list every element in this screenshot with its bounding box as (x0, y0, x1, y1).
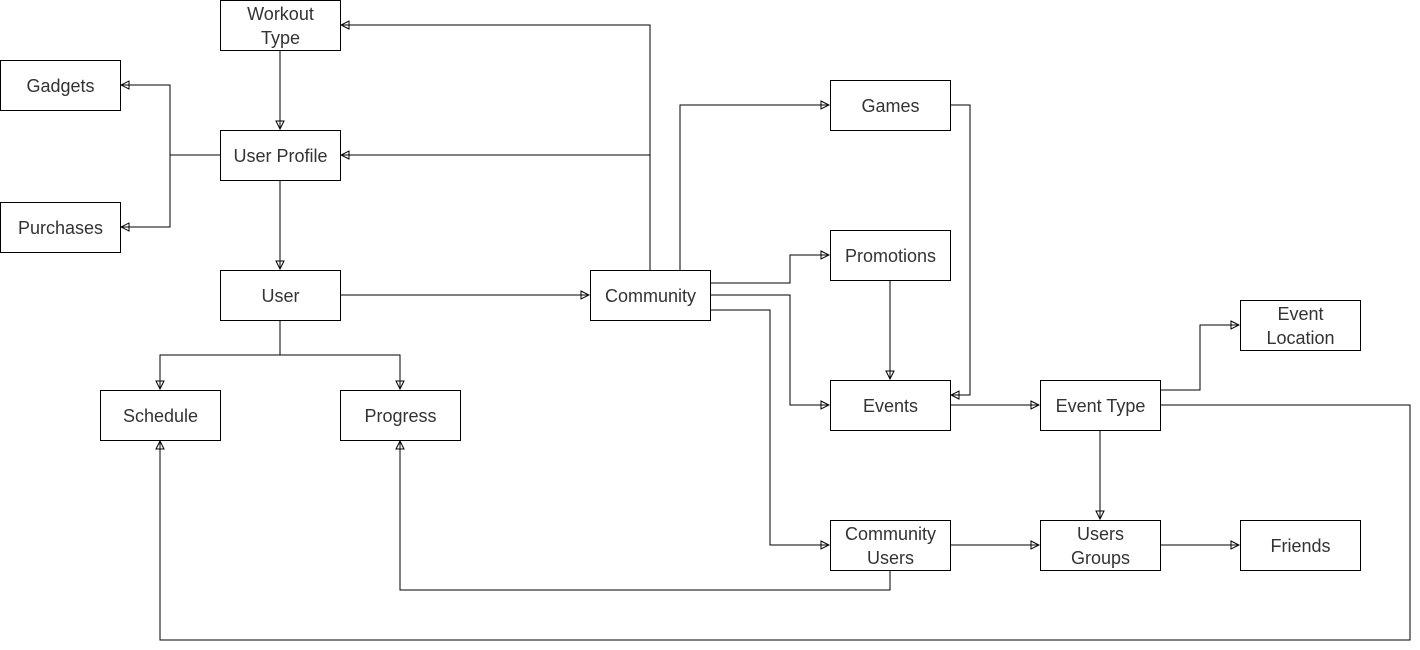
node-user-profile: User Profile (220, 130, 341, 181)
edge-community-to-promotions (710, 255, 829, 284)
node-events: Events (830, 380, 951, 431)
edge-user-profile-to-gadgets (121, 85, 220, 156)
node-event-type: Event Type (1040, 380, 1161, 431)
edge-community-to-games (679, 105, 829, 270)
node-users-groups: Users Groups (1040, 520, 1161, 571)
edge-community-to-events (710, 294, 829, 405)
node-friends: Friends (1240, 520, 1361, 571)
edge-community-to-workout-type (341, 25, 651, 270)
edge-user-profile-to-purchases (121, 155, 171, 227)
edge-event-type-to-event-location (1160, 325, 1239, 391)
node-schedule: Schedule (100, 390, 221, 441)
node-community: Community (590, 270, 711, 321)
node-gadgets: Gadgets (0, 60, 121, 111)
node-progress: Progress (340, 390, 461, 441)
node-promotions: Promotions (830, 230, 951, 281)
edge-user-to-progress (280, 354, 400, 389)
edge-user-to-schedule (160, 320, 281, 389)
edge-event-type-to-schedule (160, 404, 1411, 641)
edge-games-to-events (950, 104, 971, 395)
node-community-users: Community Users (830, 520, 951, 571)
node-event-location: Event Location (1240, 300, 1361, 351)
edge-community-users-to-progress (400, 441, 891, 591)
edge-community-to-community-users (710, 309, 829, 545)
node-user: User (220, 270, 341, 321)
node-games: Games (830, 80, 951, 131)
node-workout-type: Workout Type (220, 0, 341, 51)
node-purchases: Purchases (0, 202, 121, 253)
